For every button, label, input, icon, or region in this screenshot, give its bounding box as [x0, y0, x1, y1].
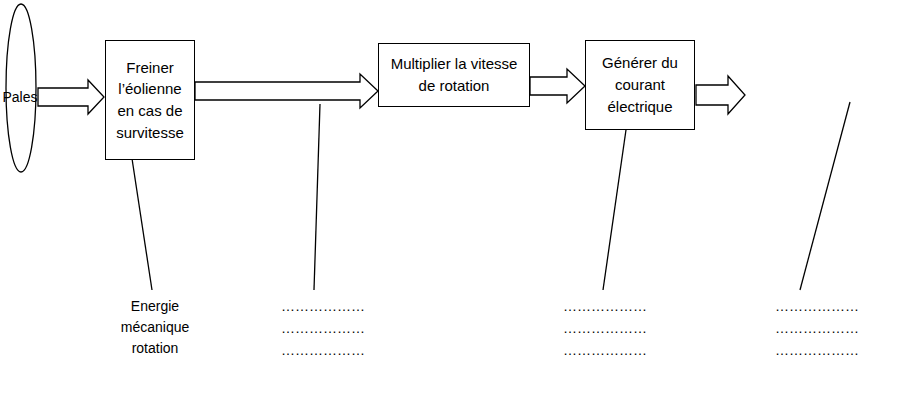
- blank-line: ………………: [752, 340, 882, 361]
- energy-arrow: [530, 69, 585, 103]
- blade-outline: [6, 4, 36, 172]
- output-arrow: [696, 76, 745, 114]
- leader-line: [603, 116, 628, 290]
- blank-line: ………………: [752, 318, 882, 339]
- function-text: Générer du courant électrique: [594, 52, 686, 117]
- process-box: Freiner l’éolienne en cas de survitesse: [105, 40, 195, 160]
- input-arrow: [38, 80, 104, 114]
- process-box: Générer du courant électrique: [585, 40, 695, 130]
- blank-line: ………………: [752, 296, 882, 317]
- leader-line: [800, 102, 850, 290]
- blank-line: ………………: [258, 340, 388, 361]
- function-text: Freiner l’éolienne en cas de survitesse: [114, 57, 186, 144]
- blank-line: ………………: [540, 340, 670, 361]
- part-name: Pales: [0, 87, 40, 108]
- function-text: Multiplier la vitesse de rotation: [387, 53, 521, 97]
- leader-line: [314, 104, 320, 290]
- blank-line: ………………: [258, 296, 388, 317]
- energy-arrow: [195, 74, 378, 108]
- blank-line: ………………: [540, 296, 670, 317]
- process-box: Multiplier la vitesse de rotation: [378, 43, 530, 107]
- blank-line: ………………: [540, 318, 670, 339]
- blank-line: ………………: [258, 318, 388, 339]
- energy-label: Energie mécanique rotation: [110, 296, 200, 359]
